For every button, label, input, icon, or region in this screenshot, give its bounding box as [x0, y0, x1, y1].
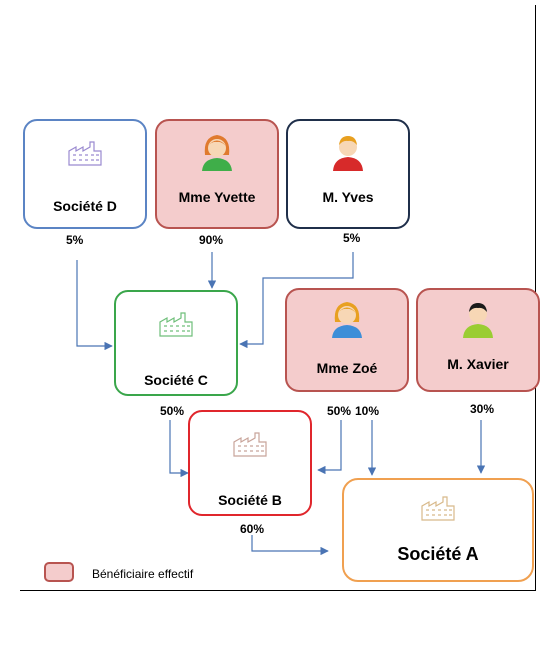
pct-xavier-to-a: 30%: [470, 402, 495, 416]
node-label: Société A: [397, 544, 479, 564]
arrow-b-to-a: [251, 535, 329, 556]
node-m-xavier: M. Xavier: [416, 288, 540, 392]
factory-icon: [159, 312, 193, 337]
node-societe-c: Société C: [114, 290, 238, 396]
legend-label: Bénéficiaire effectif: [92, 567, 194, 581]
node-m-yves: M. Yves: [286, 119, 410, 229]
node-label: Mme Zoé: [316, 360, 378, 376]
node-label: Mme Yvette: [178, 189, 256, 205]
node-mme-zoe: Mme Zoé: [285, 288, 409, 392]
node-mme-yvette: Mme Yvette: [155, 119, 279, 229]
factory-icon: [233, 432, 267, 457]
man-icon: [463, 303, 493, 338]
pct-d-to-c: 5%: [66, 233, 84, 247]
node-label: Société D: [53, 198, 117, 214]
pct-c-to-b: 50%: [160, 404, 185, 418]
legend-swatch: [44, 562, 74, 582]
pct-yves-to-c: 5%: [343, 231, 361, 245]
man-icon: [333, 136, 363, 171]
pct-zoe-to-b: 50%: [327, 404, 352, 418]
node-societe-d: Société D: [23, 119, 147, 229]
pct-yvette-to-c: 90%: [199, 233, 224, 247]
factory-icon: [421, 496, 455, 521]
node-societe-b: Société B: [188, 410, 312, 516]
pct-zoe-to-a: 10%: [355, 404, 380, 418]
arrow-d-to-c: [76, 260, 113, 351]
factory-icon: [68, 141, 102, 166]
arrow-yves-to-c: [239, 252, 354, 349]
node-label: Société C: [144, 372, 208, 388]
arrow-zoe-to-b: [317, 420, 342, 475]
node-label: M. Yves: [322, 189, 374, 205]
woman-icon: [332, 302, 362, 338]
arrow-c-to-b: [169, 420, 189, 478]
node-societe-a: Société A: [342, 478, 534, 582]
pct-b-to-a: 60%: [240, 522, 265, 536]
woman-icon: [202, 135, 232, 171]
node-label: Société B: [218, 492, 282, 508]
node-label: M. Xavier: [447, 356, 509, 372]
